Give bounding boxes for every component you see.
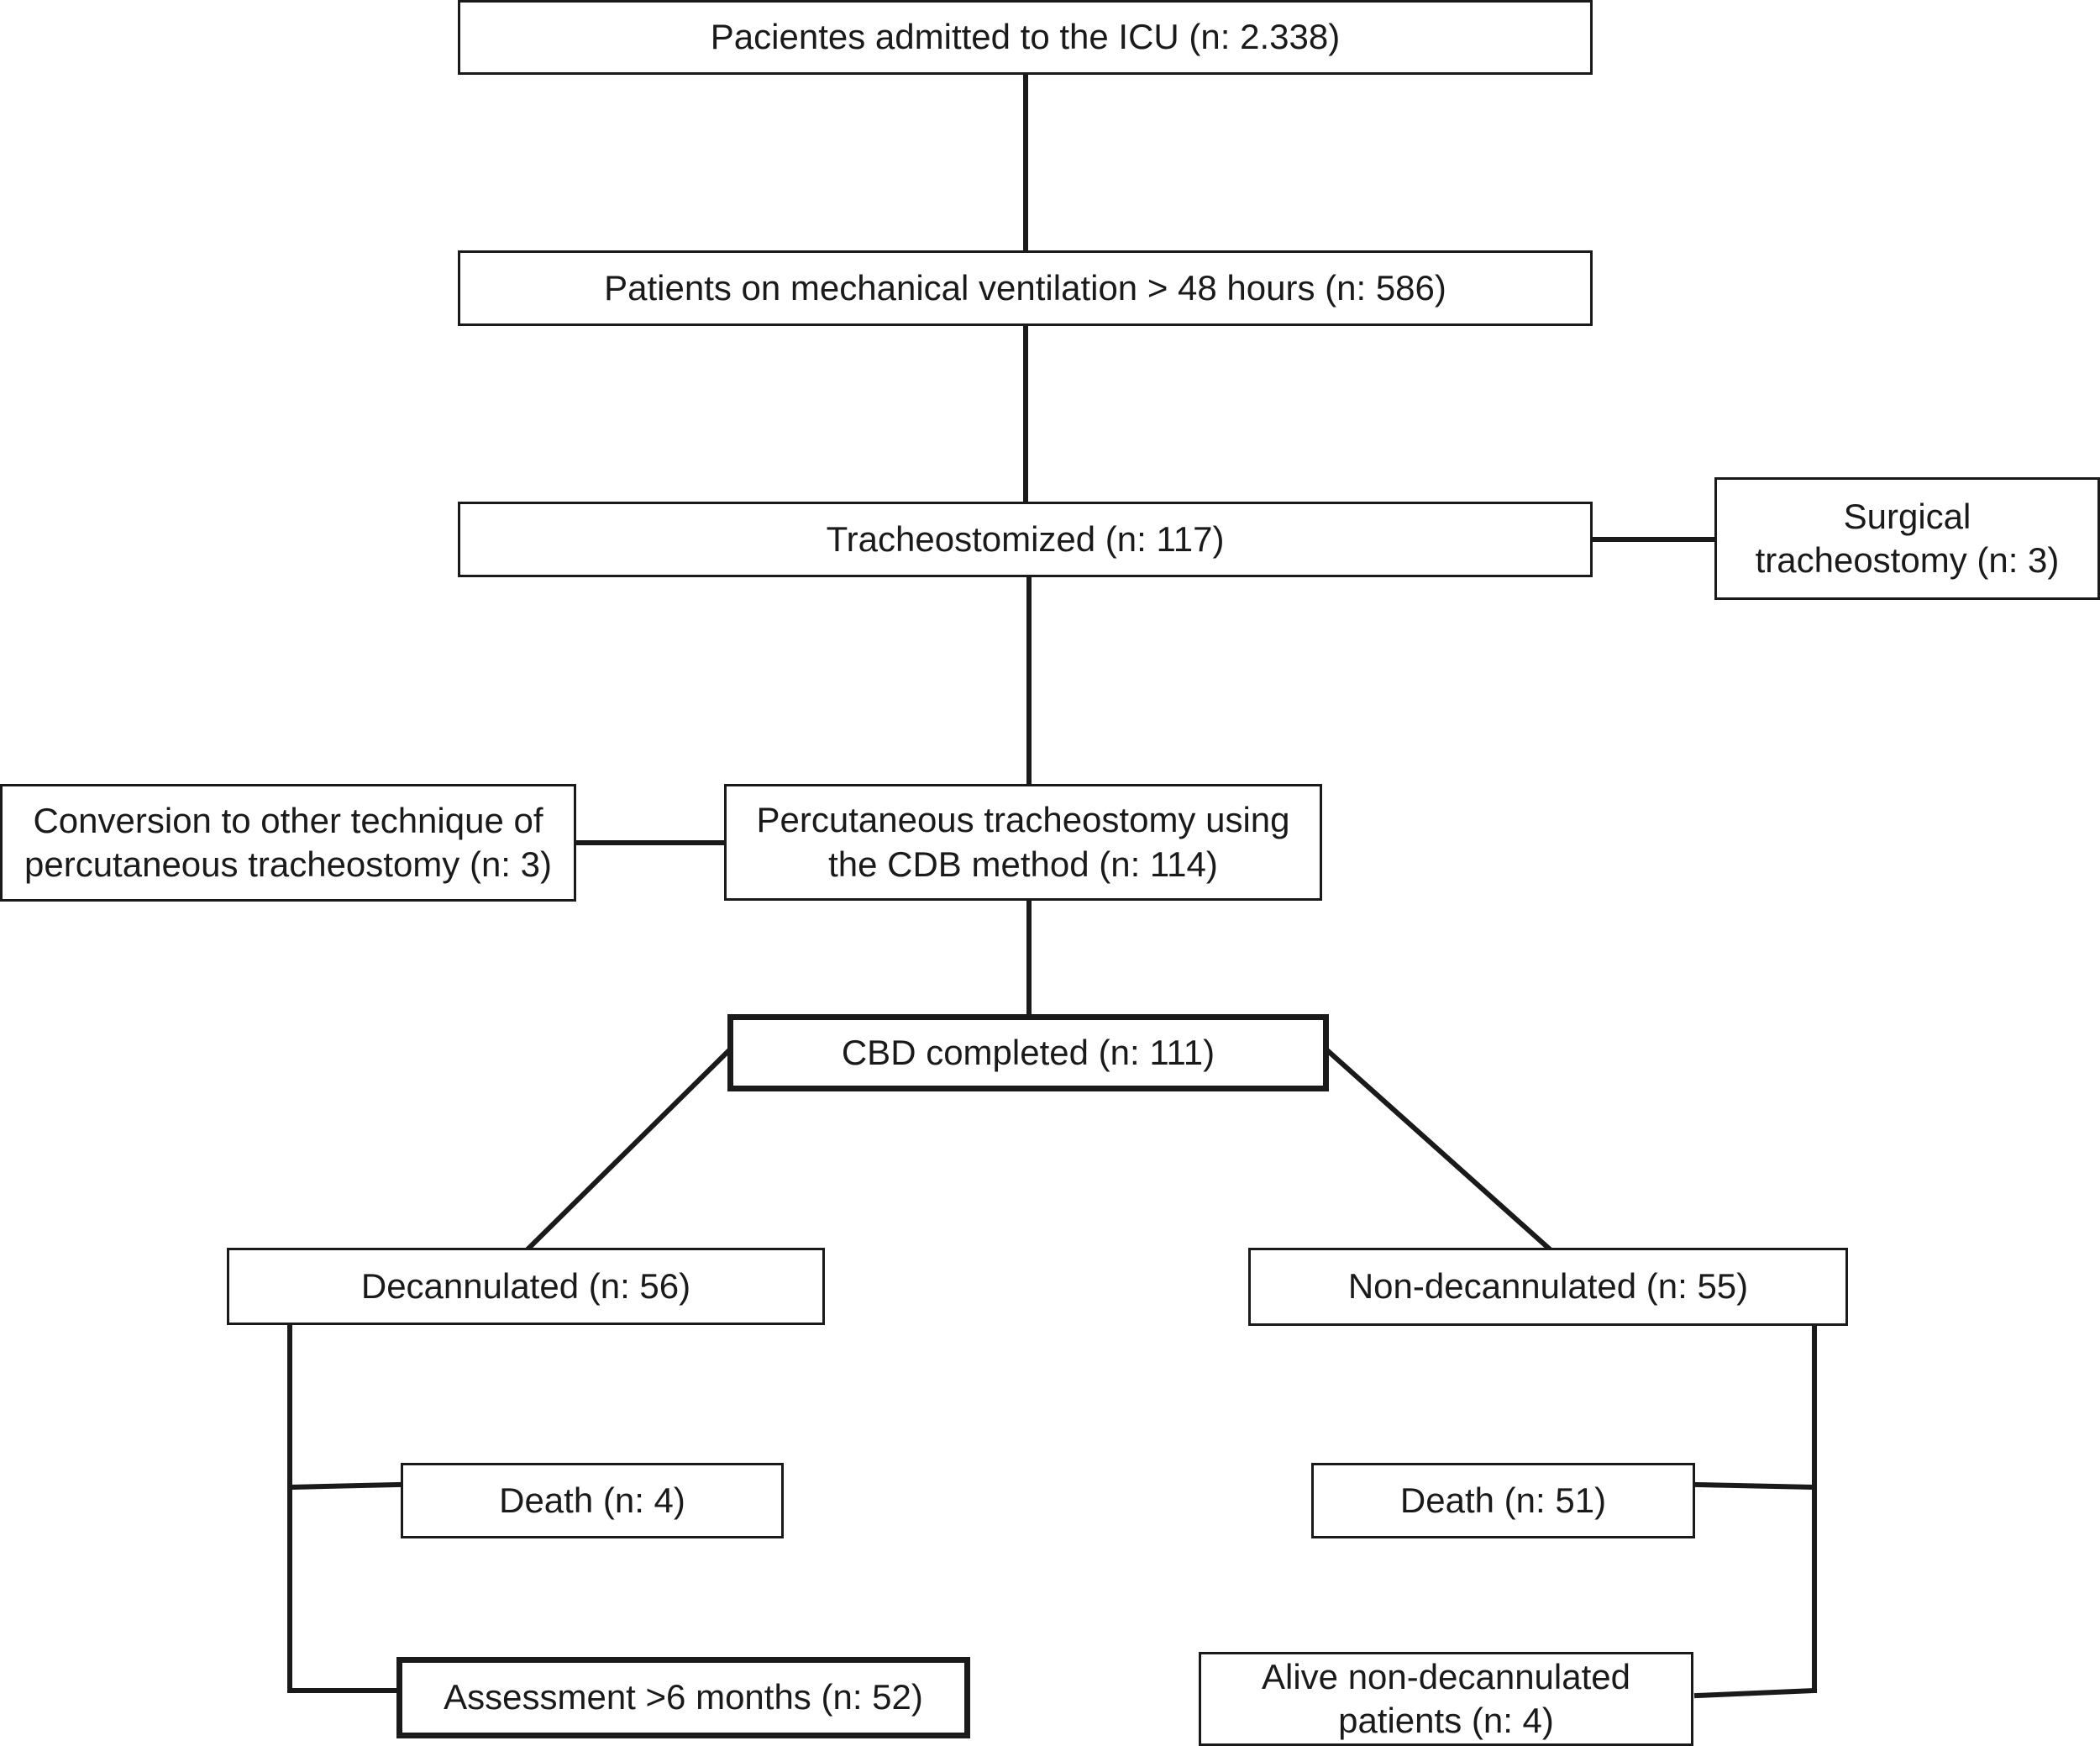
alive-non-decannulated-box: Alive non-decannulated patients (n: 4) <box>1199 1652 1693 1746</box>
connector-decannulated-to-death <box>286 1481 402 1491</box>
connector-non-decannulated-to-death <box>1693 1481 1818 1491</box>
connector-cbd-to-decannulated <box>525 1046 733 1252</box>
death-decannulated-box: Death (n: 4) <box>401 1463 784 1538</box>
connector-non-decannulated-to-alive <box>1693 1687 1818 1699</box>
percutaneous-tracheostomy-box: Percutaneous tracheostomy using the CDB … <box>724 784 1322 901</box>
death-non-decannulated-box: Death (n: 51) <box>1311 1463 1695 1538</box>
non-decannulated-box: Non-decannulated (n: 55) <box>1248 1248 1848 1326</box>
conversion-technique-box: Conversion to other technique of percuta… <box>0 784 576 902</box>
mechanical-ventilation-box: Patients on mechanical ventilation > 48 … <box>458 250 1593 326</box>
connector-cbd-to-non-decannulated <box>1323 1046 1552 1252</box>
decannulated-box: Decannulated (n: 56) <box>227 1248 825 1325</box>
tracheostomized-box: Tracheostomized (n: 117) <box>458 502 1593 577</box>
assessment-box: Assessment >6 months (n: 52) <box>396 1657 970 1738</box>
surgical-tracheostomy-box: Surgical tracheostomy (n: 3) <box>1714 477 2100 600</box>
cbd-completed-box: CBD completed (n: 111) <box>727 1014 1329 1091</box>
admitted-patients-box: Pacientes admitted to the ICU (n: 2.338) <box>458 0 1593 75</box>
